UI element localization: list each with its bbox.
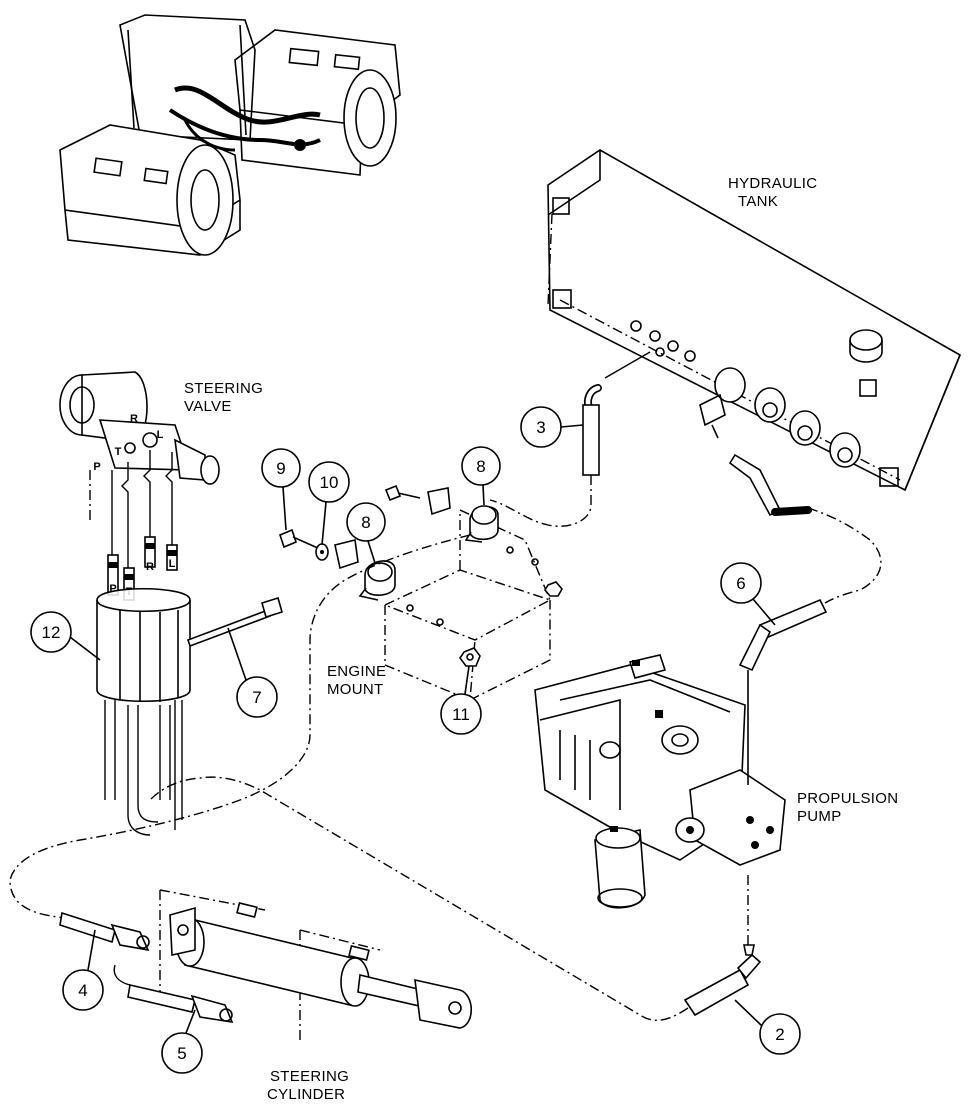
valve-port-t-label: T <box>115 446 122 458</box>
callout-3: 3 <box>520 406 584 448</box>
callout-7: 7 <box>227 627 278 718</box>
svg-text:9: 9 <box>276 459 285 478</box>
svg-text:3: 3 <box>536 418 545 437</box>
hydraulic-tank-label: HYDRAULIC TANK <box>728 175 822 210</box>
valve-port-l-label: L <box>157 429 164 441</box>
svg-text:6: 6 <box>736 574 745 593</box>
callout-9: 9 <box>261 448 301 531</box>
hose-routings <box>9 351 882 1024</box>
svg-text:2: 2 <box>775 1025 784 1044</box>
callouts: 3 9 10 8 8 12 7 <box>30 406 801 1074</box>
svg-text:7: 7 <box>252 688 261 707</box>
svg-text:5: 5 <box>177 1044 186 1063</box>
cable-tie <box>186 596 283 648</box>
bundle-port-r-label: R <box>146 561 154 573</box>
svg-text:10: 10 <box>320 473 339 492</box>
callout-4: 4 <box>62 929 104 1011</box>
engine-mount-label: ENGINE MOUNT <box>327 663 391 698</box>
svg-text:4: 4 <box>78 981 87 1000</box>
callout-12: 12 <box>30 611 101 661</box>
callout-10: 10 <box>308 461 350 546</box>
svg-text:11: 11 <box>452 705 470 724</box>
callout-8-upper: 8 <box>461 446 501 506</box>
steering-valve: P T R L <box>59 371 220 485</box>
valve-port-leaders <box>111 450 173 572</box>
steering-cylinder-label: STEERING CYLINDER <box>267 1068 354 1103</box>
valve-port-p-label: P <box>93 461 100 473</box>
steering-valve-label: STEERING VALVE <box>184 380 268 415</box>
callout-5: 5 <box>161 1009 203 1074</box>
roller-machine-illustration <box>59 14 401 256</box>
svg-text:12: 12 <box>42 623 61 642</box>
hose-sleeve-bundle: P T R L <box>96 536 191 836</box>
bundle-port-p-label: P <box>109 583 116 595</box>
engine-mount-bracket <box>383 508 552 702</box>
steering-cylinder <box>159 889 473 1040</box>
svg-text:8: 8 <box>361 513 370 532</box>
propulsion-pump <box>534 654 786 909</box>
callout-11: 11 <box>440 665 482 735</box>
valve-port-r-label: R <box>130 413 138 425</box>
bundle-port-l-label: L <box>169 558 176 570</box>
hydraulic-tank <box>547 149 962 492</box>
propulsion-pump-label: PROPULSION PUMP <box>797 790 903 825</box>
callout-8-lower: 8 <box>346 502 386 564</box>
svg-text:8: 8 <box>476 457 485 476</box>
callout-6: 6 <box>720 562 776 626</box>
callout-2: 2 <box>734 999 801 1055</box>
